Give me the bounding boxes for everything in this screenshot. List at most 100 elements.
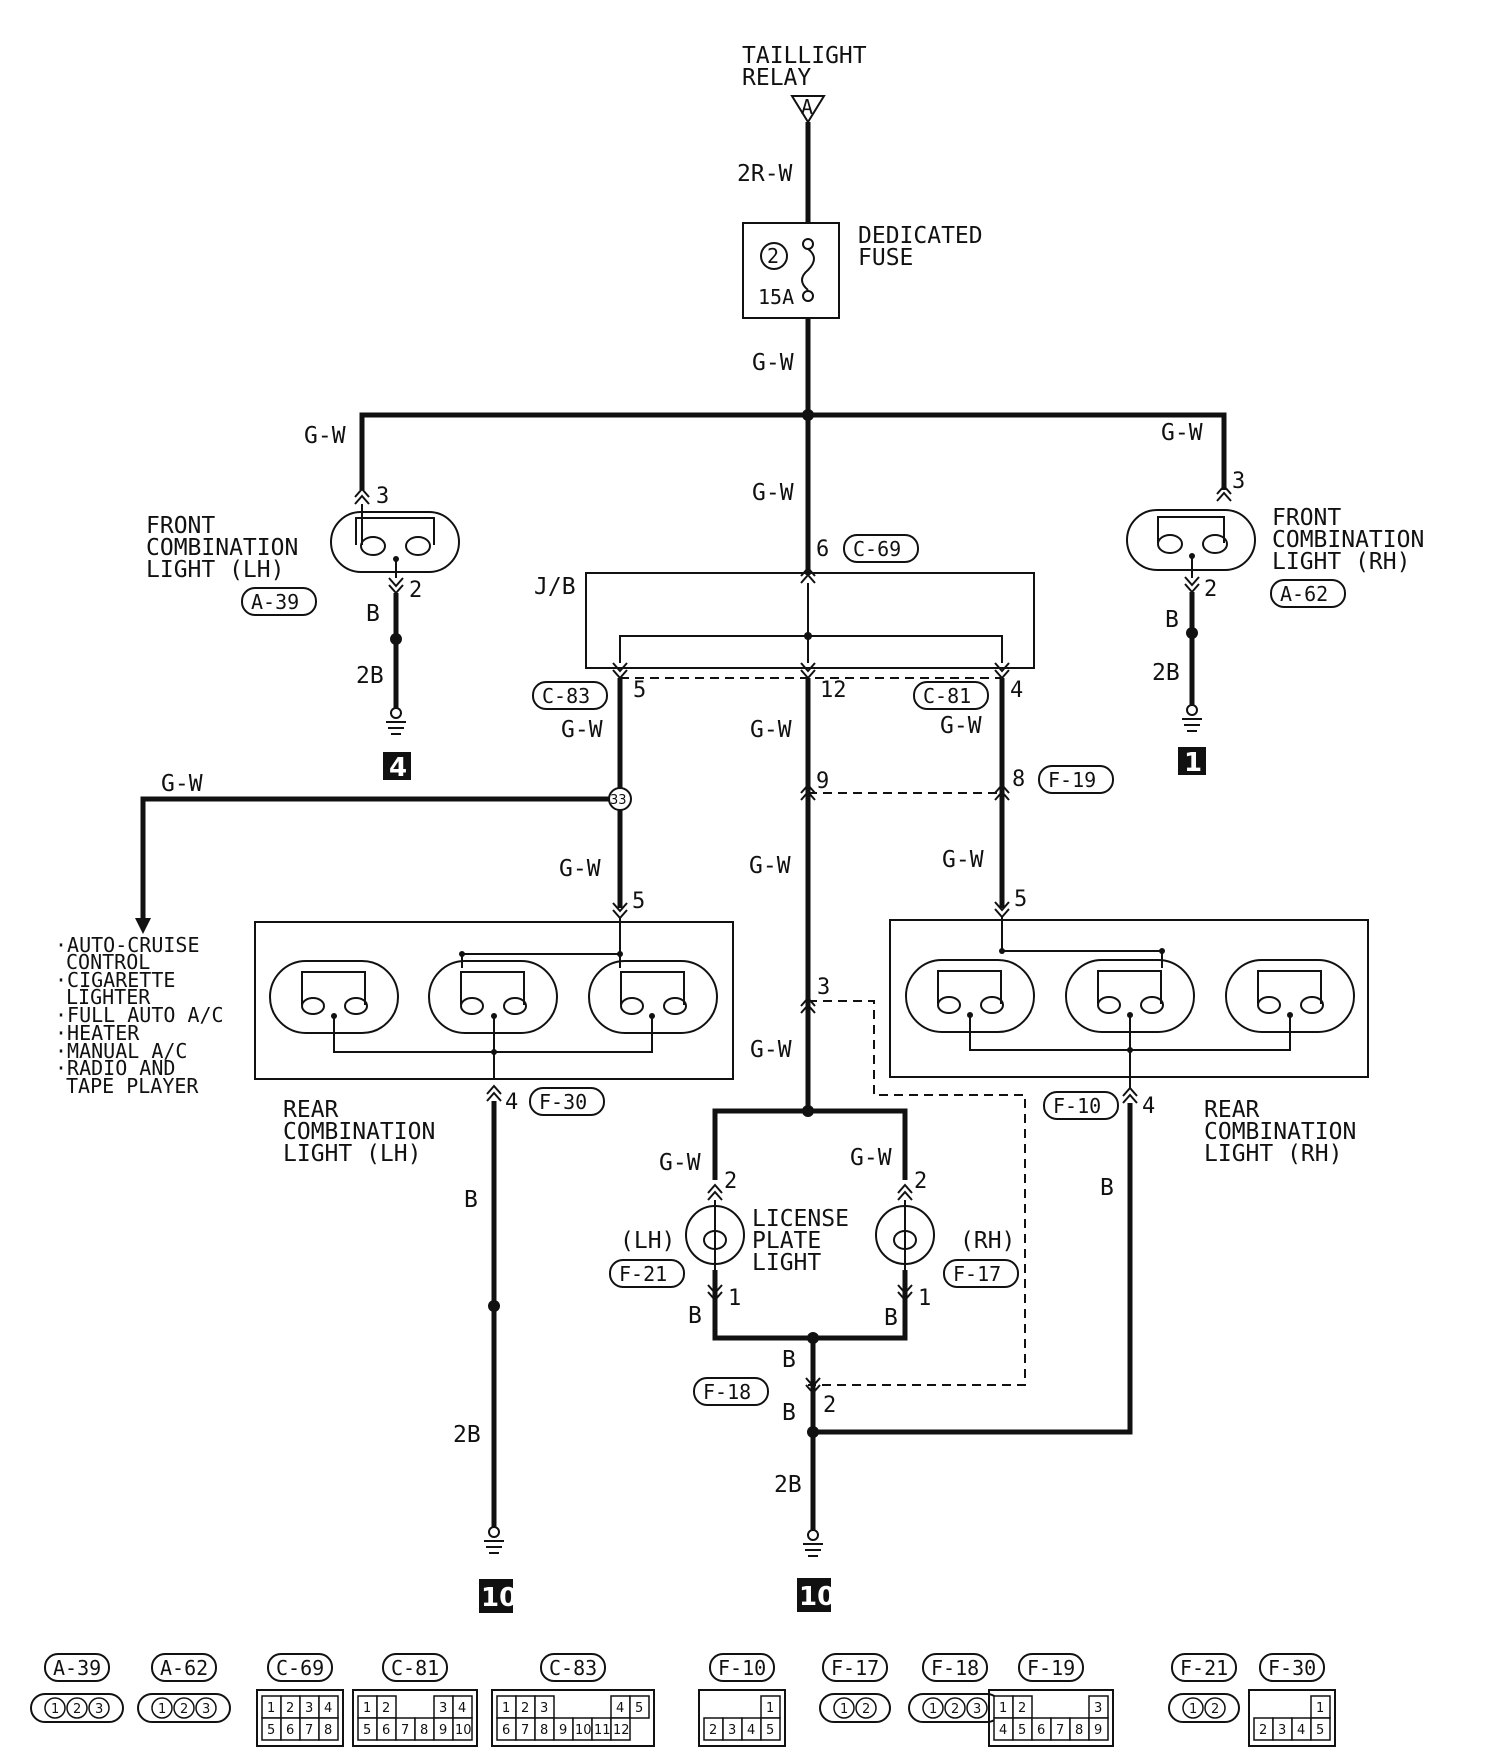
fuse-box (742, 222, 840, 319)
connector-pin: 1 (51, 1702, 59, 1717)
connector-pin: 2 (73, 1702, 81, 1717)
relay-label-line1: TAILLIGHT (742, 43, 867, 69)
rear-rh-wire-color-b: B (1100, 1175, 1114, 1201)
connector-pin: 9 (1094, 1723, 1102, 1738)
rear-lh-ground-splice (488, 1300, 500, 1312)
connector-pin: 3 (1094, 1701, 1102, 1716)
front-lh-connector-tag: A-39 (241, 587, 317, 616)
front-rh-ground-splice (1186, 627, 1198, 639)
connector-pin: 10 (455, 1723, 472, 1738)
connector-pin: 2 (862, 1702, 870, 1717)
splice-number: 33 (610, 793, 627, 808)
license-wire-color-b: B (782, 1347, 796, 1373)
rear-lh-lamp-feed (461, 953, 621, 968)
connector-pin: 3 (728, 1723, 736, 1738)
license-lh-pin-in: 2 (724, 1169, 737, 1194)
front-rh-label-line1: FRONT (1272, 505, 1341, 531)
wire-color-jb-mid: G-W (750, 717, 792, 743)
jb-out-left-connector-tag: C-83 (532, 681, 608, 710)
front-lh-ground-number: 4 (389, 753, 407, 783)
relay-terminal-triangle (790, 95, 826, 124)
connector-pin: 1 (999, 1701, 1007, 1716)
connector-pin: 6 (502, 1723, 510, 1738)
f19-connector-tag: F-19 (1038, 765, 1114, 794)
connector-pin: 9 (439, 1723, 447, 1738)
connector-pin: 7 (305, 1723, 313, 1738)
connector-pin: 1 (840, 1702, 848, 1717)
connector-id-label: F-21 (1180, 1656, 1228, 1680)
connector-pin: 8 (420, 1723, 428, 1738)
rear-lh-pin-in: 5 (632, 889, 645, 914)
connector-pin: 4 (324, 1701, 332, 1716)
license-label-line1: LICENSE (752, 1206, 849, 1232)
jb-label: J/B (534, 574, 576, 600)
front-rh-ground-icon (1182, 718, 1202, 732)
connector-pin: 5 (635, 1701, 643, 1716)
jb-out-right-pin: 4 (1010, 678, 1023, 703)
connector-pin: 6 (1037, 1723, 1045, 1738)
license-rh-pin-in: 2 (914, 1169, 927, 1194)
license-lh-wire-color: G-W (659, 1150, 701, 1176)
license-rh-wire-color-b: B (884, 1305, 898, 1331)
license-rh-connector-out-icon (897, 1284, 913, 1302)
main-bus-wire (359, 412, 1227, 490)
rear-rh-connector-id: F-10 (1053, 1094, 1101, 1118)
front-rh-wire-color-2b: 2B (1152, 660, 1180, 686)
connector-id-label: A-62 (160, 1656, 208, 1680)
jb-out-right-icon (994, 662, 1010, 680)
license-label-line2: PLATE (752, 1228, 821, 1254)
connector-pin: 12 (613, 1723, 630, 1738)
rear-lh-connector-id: F-30 (539, 1090, 587, 1114)
jb-internal-junction (804, 632, 812, 640)
connector-pin: 5 (766, 1723, 774, 1738)
wire-color-front-lh: G-W (304, 423, 346, 449)
license-lh-connector-id: F-21 (619, 1262, 667, 1286)
fuse-label-line2: FUSE (858, 245, 913, 271)
front-rh-bulb-left (1157, 534, 1183, 554)
connector-id-label: F-30 (1268, 1656, 1316, 1680)
connector-pin: 3 (540, 1701, 548, 1716)
connector-id-label: C-83 (549, 1656, 597, 1680)
connector-pin: 8 (1075, 1723, 1083, 1738)
license-lh-wire-color-b: B (688, 1303, 702, 1329)
f18-pin: 2 (823, 1393, 836, 1418)
rear-rh-pin-in: 5 (1014, 887, 1027, 912)
connector-pin: 4 (747, 1723, 755, 1738)
jb-in-connector-id: C-69 (853, 537, 901, 561)
rear-lh-connector-tag: F-30 (529, 1087, 605, 1116)
license-ground-point: 10 (797, 1578, 835, 1612)
front-rh-lamp-filament-frame (1157, 516, 1225, 543)
connector-pin: 3 (973, 1702, 981, 1717)
fuse-element-icon (801, 248, 815, 291)
license-label-line3: LIGHT (752, 1250, 821, 1276)
connector-pin: 5 (363, 1723, 371, 1738)
f19-pin-b-icon (994, 783, 1010, 801)
front-lh-ground-splice (390, 633, 402, 645)
fuse-terminal-top (802, 238, 814, 250)
front-lh-connector-out-icon (388, 577, 404, 595)
front-lh-wire-color-b: B (366, 601, 380, 627)
front-lh-connector-in-icon (354, 487, 370, 505)
front-rh-wire-color-b: B (1165, 607, 1179, 633)
front-rh-ground-point: 1 (1178, 747, 1206, 778)
jb-in-pin: 6 (816, 537, 829, 562)
connector-pin: 2 (951, 1702, 959, 1717)
f18-wire-color-b: B (782, 1400, 796, 1426)
license-rh-connector-in-icon (897, 1183, 913, 1201)
front-lh-pin-out: 2 (409, 578, 422, 603)
connector-pin: 2 (1018, 1701, 1026, 1716)
connector-pin: 5 (267, 1723, 275, 1738)
connector-pin: 4 (1297, 1723, 1305, 1738)
connector-pin: 1 (1316, 1701, 1324, 1716)
front-rh-label-line3: LIGHT (RH) (1272, 549, 1410, 575)
mid-connector-pin: 3 (817, 975, 830, 1000)
front-rh-pin-out: 2 (1204, 577, 1217, 602)
rear-lh-ground-number: 10 (481, 1583, 517, 1613)
